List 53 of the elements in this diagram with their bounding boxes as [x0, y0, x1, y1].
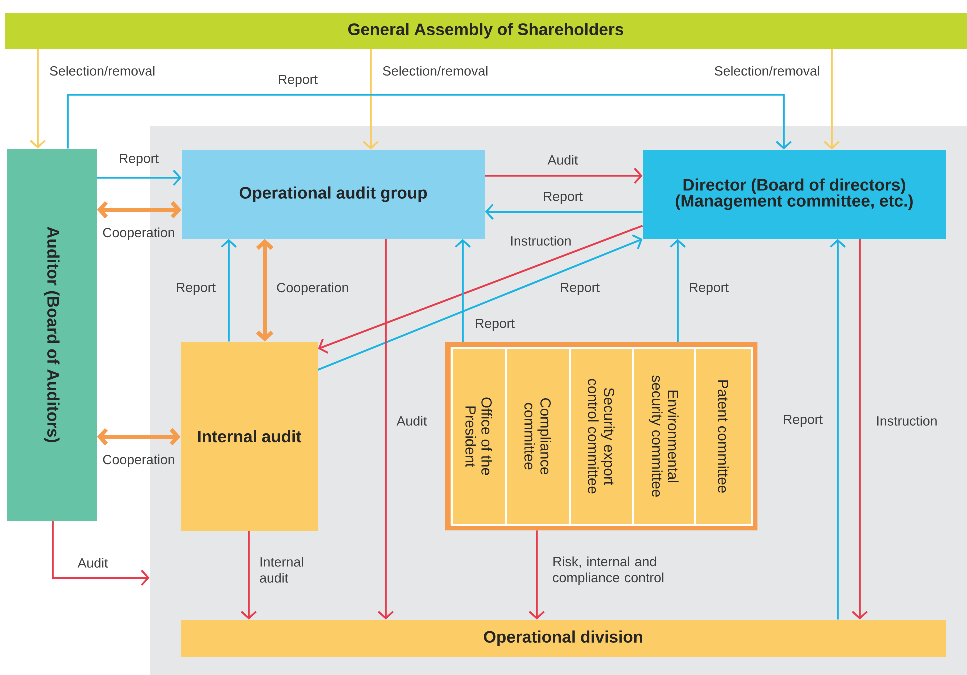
arrow: [485, 204, 643, 220]
edge-label: Report: [177, 283, 216, 295]
process-box: Operational audit group: [182, 150, 485, 239]
arrow: [97, 170, 182, 186]
edge-label: Instruction: [878, 416, 937, 426]
arrow: [318, 225, 644, 354]
committee-column: Patent committee: [694, 347, 753, 526]
arrow: [221, 239, 237, 342]
edge-label: Cooperation: [103, 454, 174, 468]
committee-column: Security export control committee: [569, 347, 634, 526]
edge-label: Report: [476, 319, 515, 331]
arrow: [256, 239, 274, 342]
edge-label: Selection/removal: [383, 66, 488, 76]
edge-label: Cooperation: [103, 228, 174, 240]
edge-label: Audit: [396, 416, 428, 426]
edge-label: Report: [279, 75, 318, 87]
division-band: Operational division: [181, 620, 946, 657]
arrow: [97, 201, 182, 219]
arrow: [97, 428, 181, 446]
committee-column: Environmental security committee: [632, 347, 696, 526]
arrow: [670, 239, 686, 342]
arrow: [52, 521, 150, 586]
edge-label: Audit: [78, 558, 108, 568]
arrow: [824, 49, 840, 150]
edge-label: Audit: [548, 155, 578, 165]
edge-label: Risk, internal and compliance control: [553, 556, 664, 586]
committee-column: Office of the President: [451, 347, 507, 526]
edge-label: Instruction: [511, 236, 571, 246]
arrow: [485, 168, 643, 184]
edge-label: Cooperation: [277, 282, 348, 296]
arrow: [363, 49, 379, 150]
title-band: General Assembly of Shareholders: [5, 13, 967, 49]
committee-column: Compliance committee: [505, 347, 571, 526]
arrow: [852, 239, 868, 620]
process-box: Director (Board of directors) (Management committee, etc.): [643, 150, 946, 239]
arrow: [378, 239, 394, 620]
edge-label: Report: [120, 154, 159, 166]
edge-label: Report: [544, 192, 583, 204]
arrow: [318, 234, 643, 371]
arrow: [30, 49, 46, 149]
edge-label: Selection/removal: [50, 66, 155, 76]
edge-label: Report: [561, 283, 600, 295]
arrow: [529, 530, 545, 620]
edge-label: Report: [784, 415, 823, 427]
arrow: [830, 239, 846, 620]
arrow: [241, 531, 257, 620]
edge-label: Selection/removal: [715, 66, 820, 76]
process-box: Internal audit: [181, 342, 318, 531]
arrow: [67, 94, 792, 150]
edge-label: Internal audit: [260, 557, 304, 583]
auditor-box: Auditor (Board of Auditors): [7, 149, 97, 521]
edge-label: Report: [690, 283, 729, 295]
arrow: [455, 239, 471, 342]
